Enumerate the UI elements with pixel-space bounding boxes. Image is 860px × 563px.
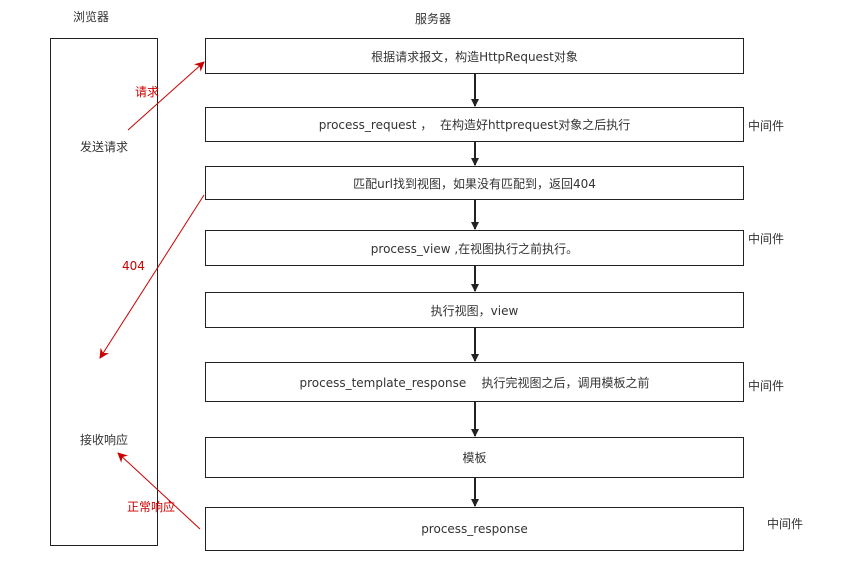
request-arrow-label: 请求 [135, 85, 160, 99]
middleware-label-view: 中间件 [748, 232, 785, 246]
not-found-arrow-label: 404 [122, 259, 145, 273]
step-build-httprequest: 根据请求报文，构造HttpRequest对象 [205, 38, 744, 74]
middleware-label-request: 中间件 [748, 119, 785, 133]
step-process-template-response: process_template_response 执行完视图之后，调用模板之前 [205, 362, 744, 402]
normal-response-arrow-label: 正常响应 [127, 500, 176, 514]
step-process-request: process_request ， 在构造好httprequest对象之后执行 [205, 107, 744, 142]
normal-response-arrow [117, 452, 201, 530]
step-url-match: 匹配url找到视图，如果没有匹配到，返回404 [205, 166, 744, 200]
middleware-label-template-response: 中间件 [748, 379, 785, 393]
step-template: 模板 [205, 437, 744, 478]
step-process-response: process_response [205, 507, 744, 551]
server-column-title: 服务器 [415, 12, 452, 26]
step-process-view: process_view ,在视图执行之前执行。 [205, 230, 744, 266]
middleware-label-response: 中间件 [767, 517, 804, 531]
step-run-view: 执行视图，view [205, 292, 744, 328]
receive-response-label: 接收响应 [80, 433, 129, 447]
send-request-label: 发送请求 [80, 140, 129, 154]
browser-lane [50, 38, 158, 546]
browser-column-title: 浏览器 [73, 10, 110, 24]
request-arrow [127, 61, 205, 131]
not-found-arrow [99, 194, 205, 359]
